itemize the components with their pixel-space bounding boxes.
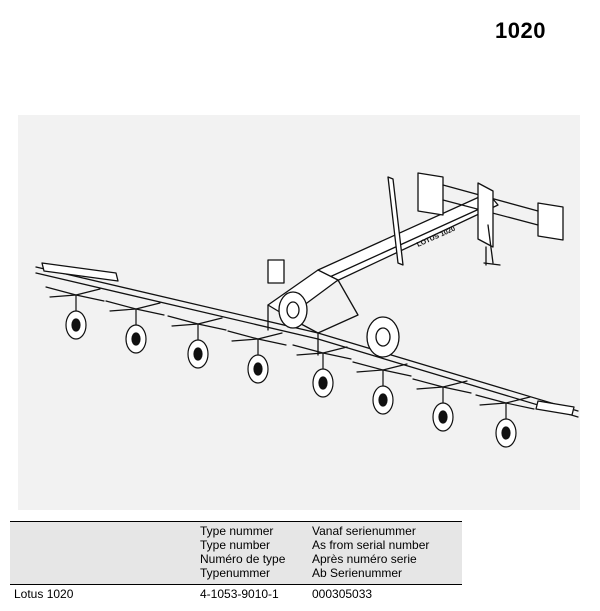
table-header-row: Typenummer Ab Serienummer bbox=[10, 566, 462, 585]
type-header-cell: Typenummer bbox=[196, 566, 308, 585]
tedder-machine-drawing-icon: LOTUS 1020 bbox=[35, 172, 579, 448]
model-cell: Lotus 1020 bbox=[10, 584, 196, 601]
table-row: Lotus 1020 4-1053-9010-1 000305033 bbox=[10, 584, 462, 601]
type-header-cell: Type number bbox=[196, 538, 308, 552]
table-header-row: Type number As from serial number bbox=[10, 538, 462, 552]
type-header-cell: Type nummer bbox=[196, 521, 308, 538]
serial-header-cell: Vanaf serienummer bbox=[308, 521, 462, 538]
table-header-row: Type nummer Vanaf serienummer bbox=[10, 521, 462, 538]
table-header-row: Numéro de type Après numéro serie bbox=[10, 552, 462, 566]
machine-drawing: LOTUS 1020 bbox=[18, 115, 580, 510]
specification-table: Type nummer Vanaf serienummer Type numbe… bbox=[10, 521, 462, 601]
serial-header-cell: As from serial number bbox=[308, 538, 462, 552]
serial-header-cell: Ab Serienummer bbox=[308, 566, 462, 585]
serial-number-cell: 000305033 bbox=[308, 584, 462, 601]
page-model-number: 1020 bbox=[495, 18, 546, 43]
type-header-cell: Numéro de type bbox=[196, 552, 308, 566]
type-number-cell: 4-1053-9010-1 bbox=[196, 584, 308, 601]
serial-header-cell: Après numéro serie bbox=[308, 552, 462, 566]
